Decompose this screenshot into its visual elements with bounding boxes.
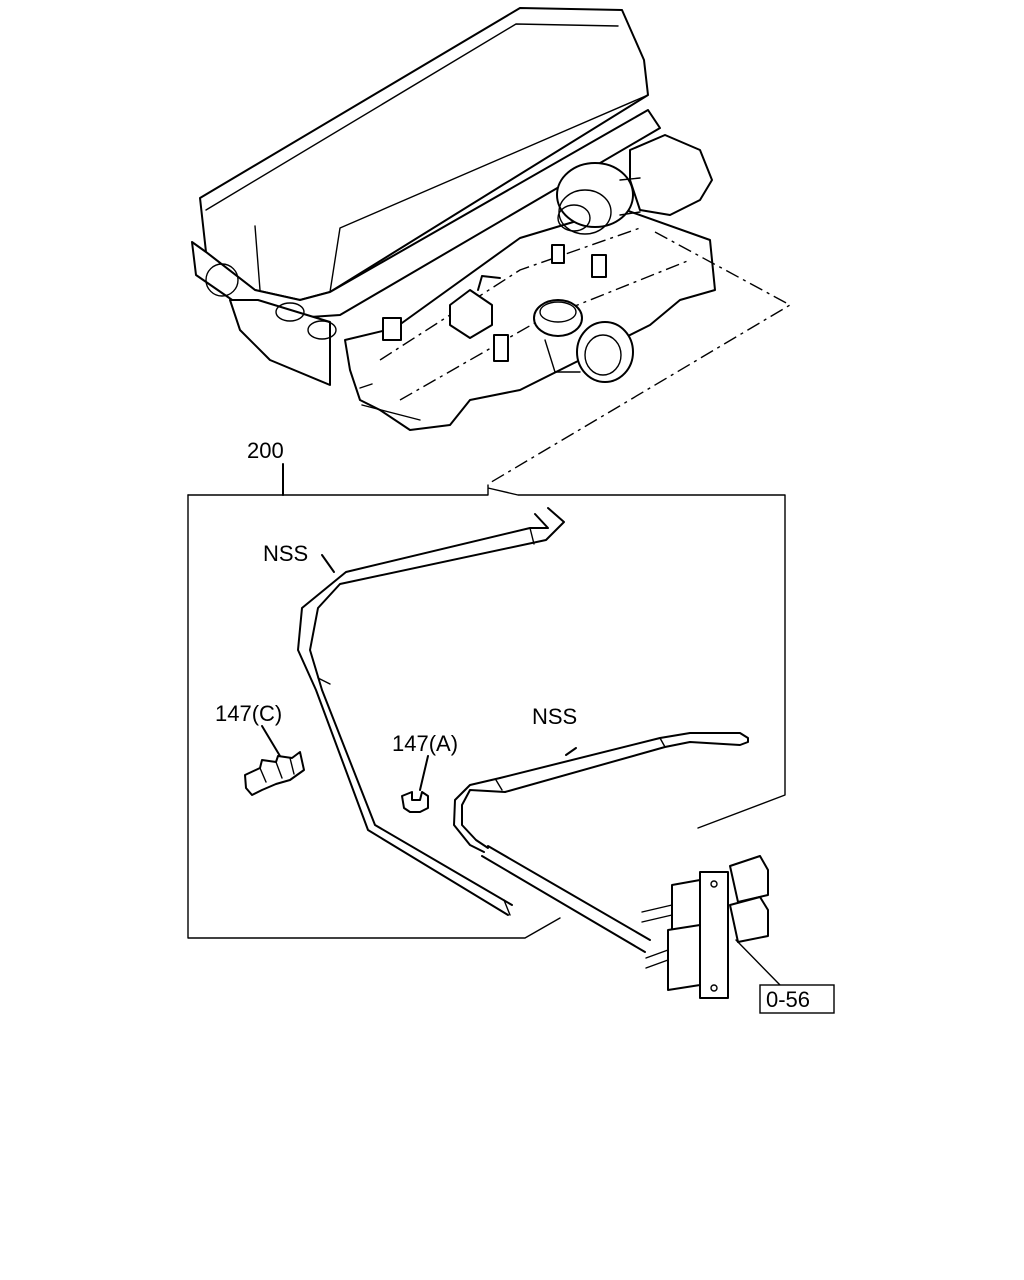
assembly-200-frame: [187, 463, 786, 939]
clip-147c: [244, 725, 305, 796]
label-hose-lower: NSS: [532, 704, 577, 729]
vsv-assembly: [641, 855, 781, 999]
label-clip-147c: 147(C): [215, 701, 282, 726]
hose-lower: [453, 732, 749, 953]
reference-box: 0-56: [759, 984, 835, 1014]
clip-147a: [401, 755, 429, 813]
label-hose-upper: NSS: [263, 541, 308, 566]
engine-assembly: [191, 7, 792, 488]
label-assembly-200: 200: [247, 438, 284, 463]
label-clip-147a: 147(A): [392, 731, 458, 756]
egr-valve-upper: [556, 134, 713, 235]
egr-valve-lower: [533, 299, 634, 383]
label-reference-0-56: 0-56: [766, 987, 810, 1012]
hose-upper: [297, 507, 565, 916]
